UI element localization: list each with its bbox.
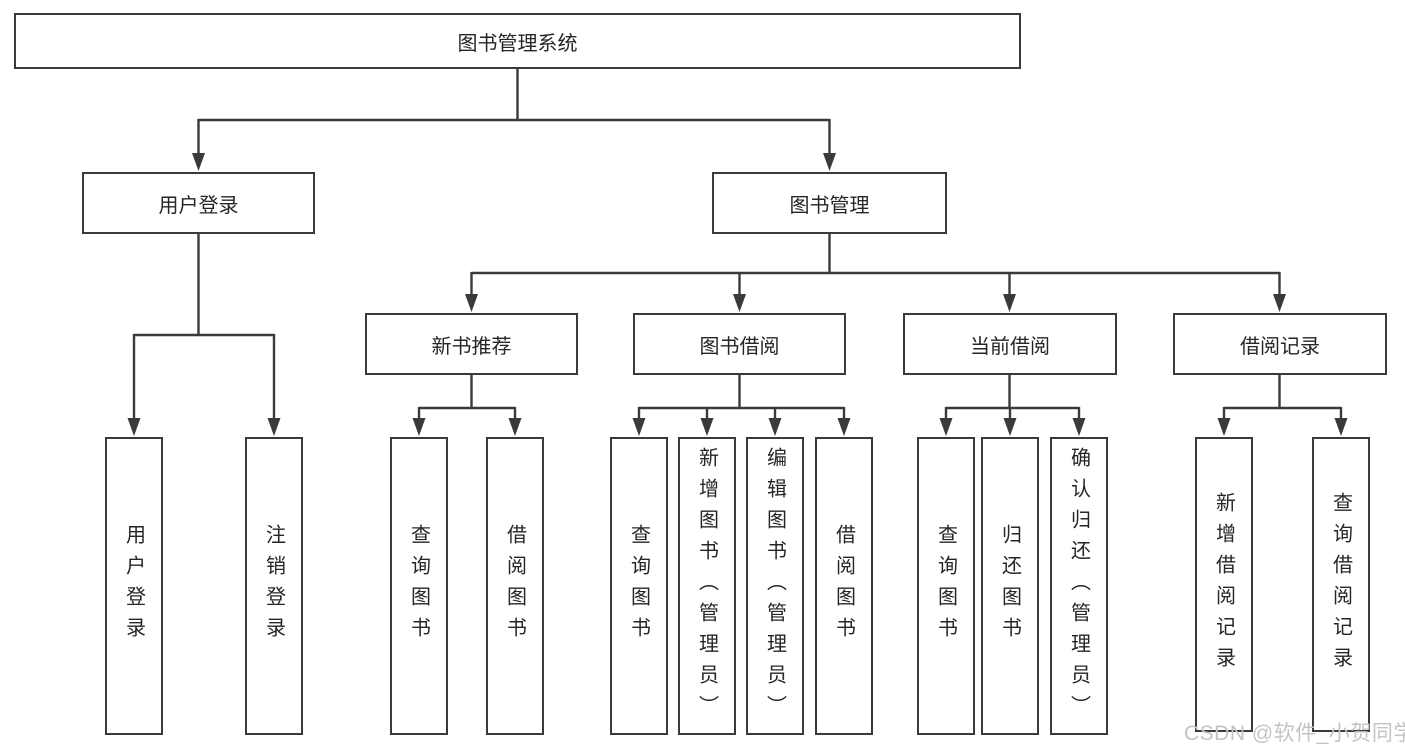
arrowhead <box>127 418 141 436</box>
leaf-user-login: 用户登录 <box>105 437 163 735</box>
leaf-add-books-admin: 新增图书（管理员） <box>678 437 736 735</box>
connector-userlogin-to-leaves <box>127 234 281 436</box>
node-root: 图书管理系统 <box>14 13 1021 69</box>
node-new-book-recommend: 新书推荐 <box>365 313 578 375</box>
csdn-watermark: CSDN @软件_小贺同学 <box>1184 722 1405 745</box>
arrowhead <box>1072 418 1086 436</box>
arrowhead <box>192 153 205 171</box>
leaf-edit-books-admin: 编辑图书（管理员） <box>746 437 804 735</box>
leaf-logout: 注销登录 <box>245 437 303 735</box>
connector-root-to-level2 <box>192 69 836 171</box>
node-current-borrow: 当前借阅 <box>903 313 1117 375</box>
arrowhead <box>632 418 646 436</box>
arrowhead <box>508 418 522 436</box>
arrowhead <box>733 294 746 312</box>
arrowhead <box>465 294 478 312</box>
node-book-borrow: 图书借阅 <box>633 313 846 375</box>
leaf-return-books: 归还图书 <box>981 437 1039 735</box>
leaf-borrow-books: 借阅图书 <box>815 437 873 735</box>
leaf-borrow-books-recommend: 借阅图书 <box>486 437 544 735</box>
arrowhead <box>412 418 426 436</box>
arrowhead <box>768 418 782 436</box>
arrowhead <box>1334 418 1348 436</box>
arrowhead <box>837 418 851 436</box>
arrowhead <box>1217 418 1231 436</box>
connector-bookmgmt-to-level3 <box>465 234 1286 312</box>
arrowhead <box>939 418 953 436</box>
node-borrow-records: 借阅记录 <box>1173 313 1387 375</box>
leaf-query-books-current: 查询图书 <box>917 437 975 735</box>
connector-currentborrow-to-leaves <box>939 375 1086 436</box>
leaf-query-books-borrow: 查询图书 <box>610 437 668 735</box>
leaf-add-borrow-record: 新增借阅记录 <box>1195 437 1253 732</box>
arrowhead <box>267 418 281 436</box>
connector-records-to-leaves <box>1217 375 1348 436</box>
arrowhead <box>700 418 714 436</box>
arrowhead <box>1003 294 1016 312</box>
leaf-confirm-return-admin: 确认归还（管理员） <box>1050 437 1108 735</box>
arrowhead <box>1273 294 1286 312</box>
leaf-query-borrow-record: 查询借阅记录 <box>1312 437 1370 732</box>
node-book-management: 图书管理 <box>712 172 947 234</box>
arrowhead <box>1003 418 1017 436</box>
connector-bookborrow-to-leaves <box>632 375 851 436</box>
leaf-query-books-recommend: 查询图书 <box>390 437 448 735</box>
connector-newbook-to-leaves <box>412 375 522 436</box>
arrowhead <box>823 153 836 171</box>
node-user-login: 用户登录 <box>82 172 315 234</box>
